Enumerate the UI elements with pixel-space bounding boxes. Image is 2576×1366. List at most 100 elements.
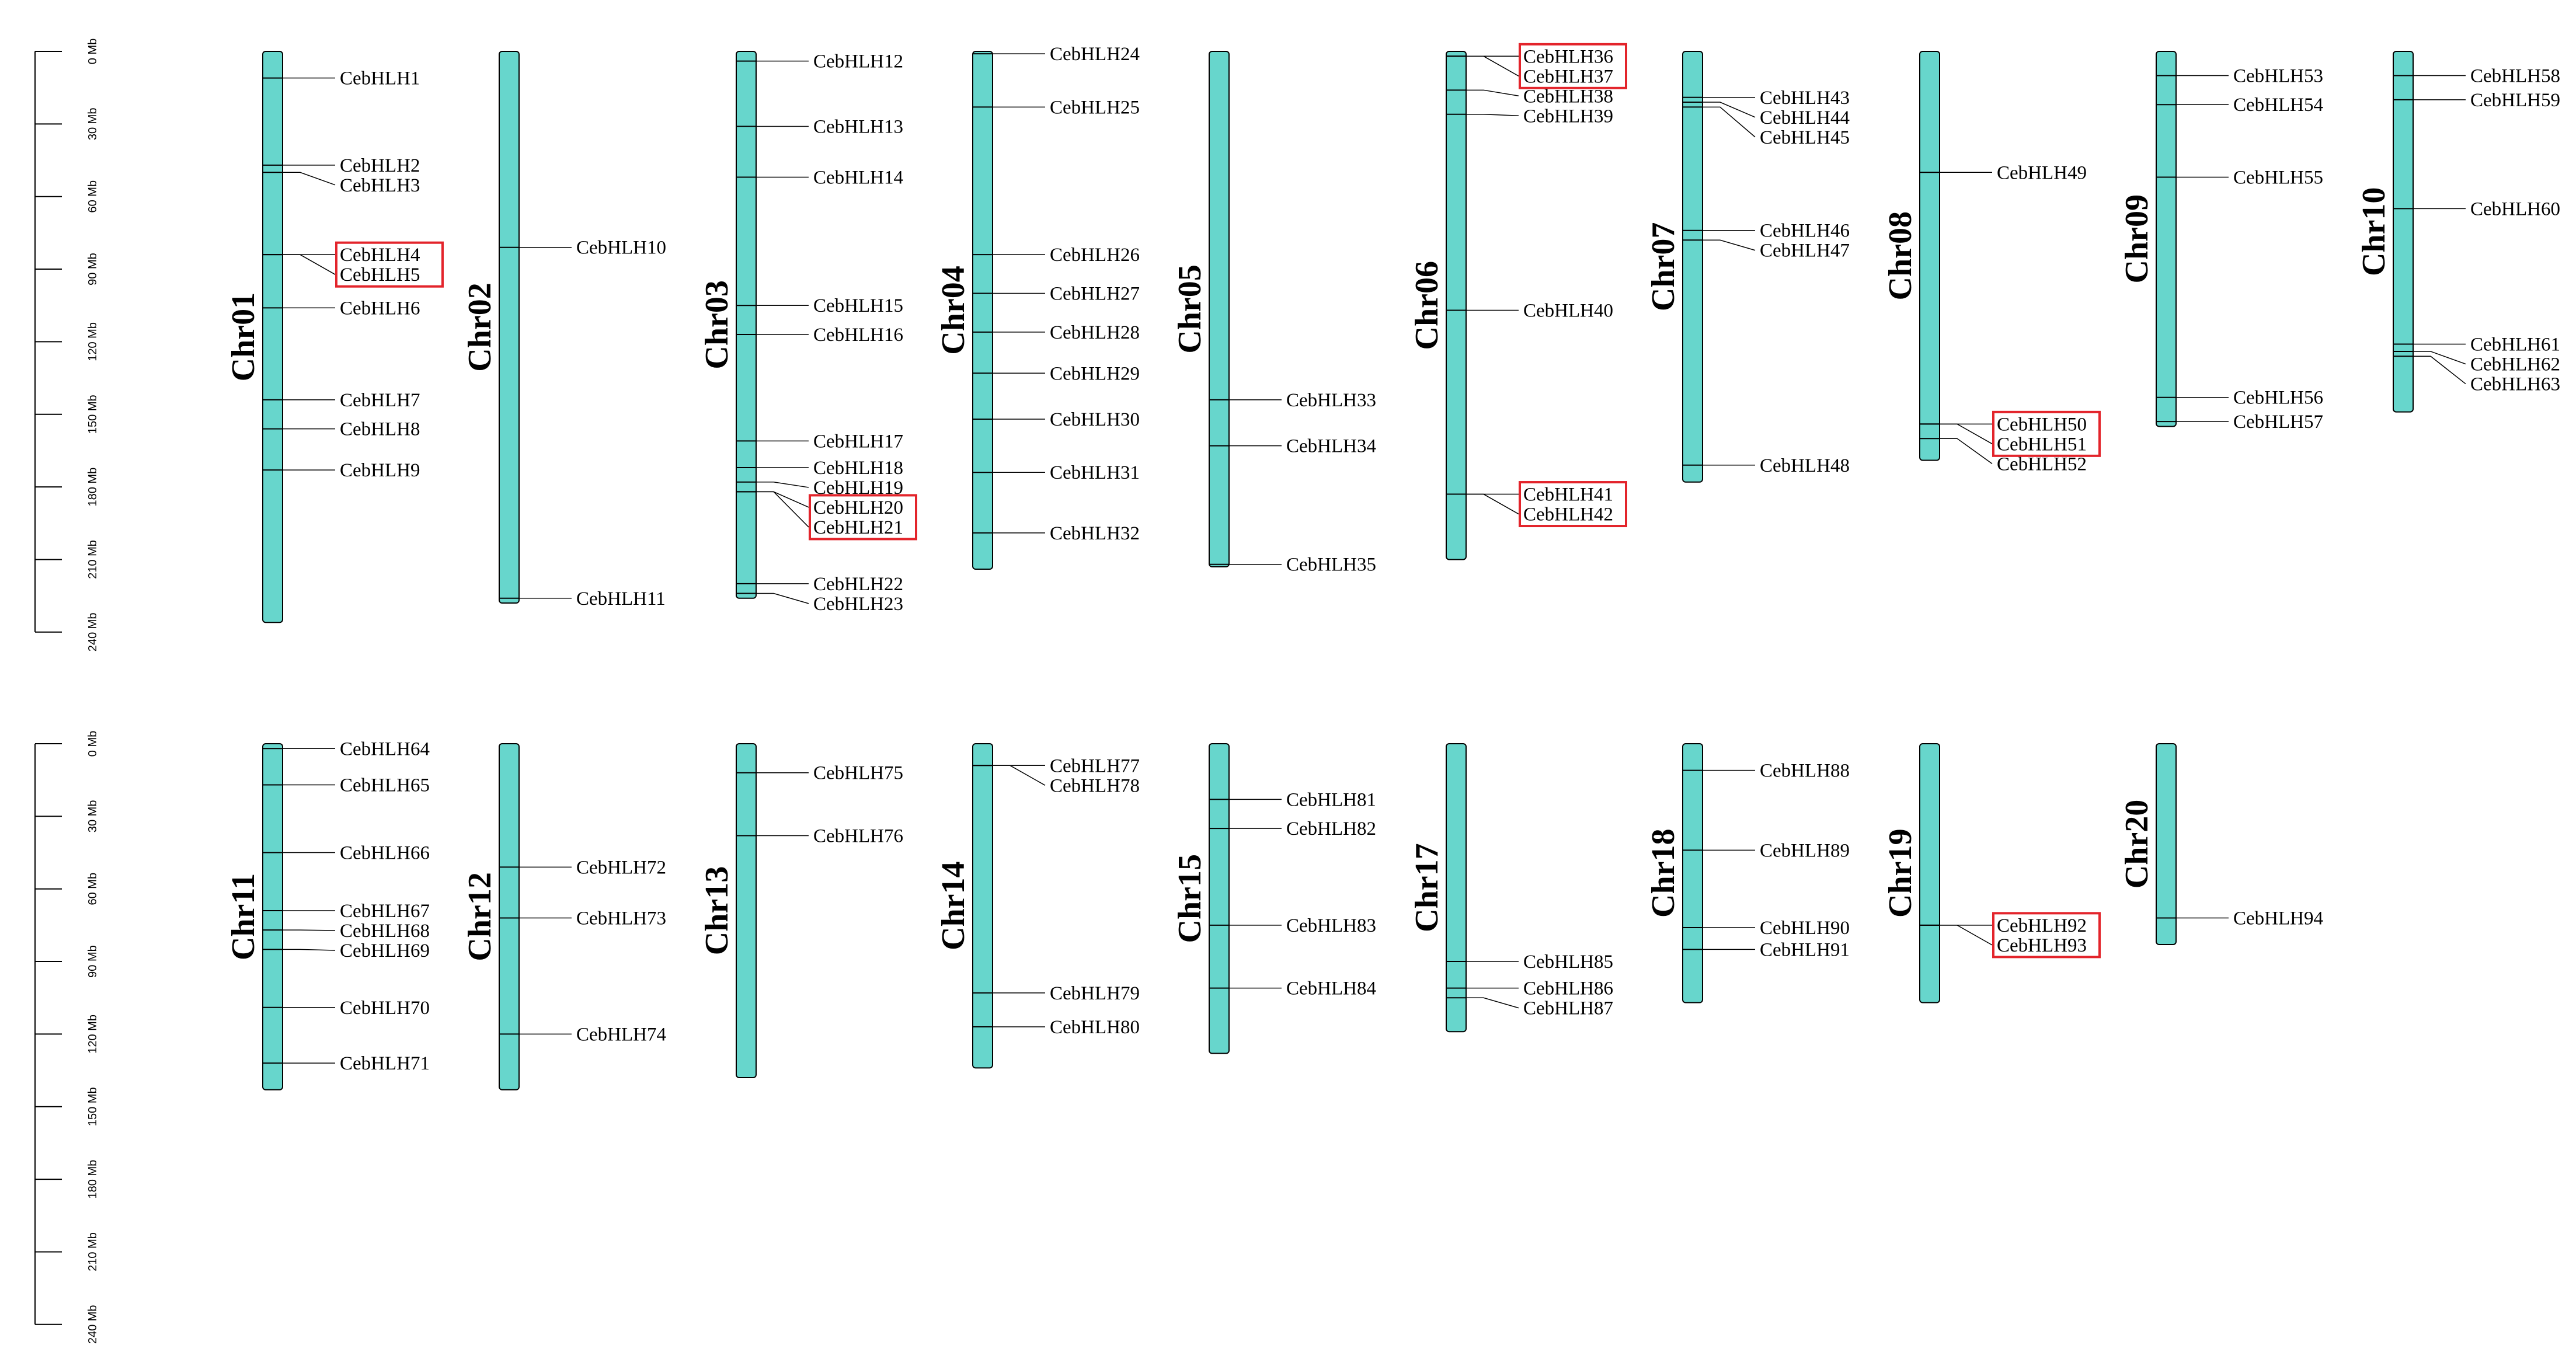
chromosome-label: Chr15 bbox=[1172, 854, 1208, 943]
scale-tick-label: 30 Mb bbox=[86, 108, 99, 141]
gene-label-cebhlh84: CebHLH84 bbox=[1286, 978, 1376, 999]
chromosome-label: Chr01 bbox=[225, 292, 262, 381]
gene-label-cebhlh62: CebHLH62 bbox=[2470, 354, 2560, 375]
highlight-box bbox=[1992, 410, 2101, 457]
chromosome-bar bbox=[736, 743, 757, 1079]
gene-label-cebhlh80: CebHLH80 bbox=[1050, 1017, 1140, 1038]
chromosome-bar bbox=[1682, 51, 1703, 483]
gene-label-cebhlh59: CebHLH59 bbox=[2470, 90, 2560, 111]
gene-label-cebhlh65: CebHLH65 bbox=[340, 775, 430, 796]
gene-label-cebhlh1: CebHLH1 bbox=[340, 68, 420, 89]
gene-label-cebhlh5: CebHLH5 bbox=[340, 264, 420, 285]
gene-label-cebhlh86: CebHLH86 bbox=[1523, 978, 1613, 999]
gene-label-cebhlh57: CebHLH57 bbox=[2233, 412, 2323, 433]
scale-tick-label: 90 Mb bbox=[86, 253, 99, 285]
gene-label-cebhlh74: CebHLH74 bbox=[576, 1024, 666, 1045]
scale-tick-label: 0 Mb bbox=[86, 39, 99, 64]
scale-tick-label: 180 Mb bbox=[86, 468, 99, 507]
gene-label-cebhlh88: CebHLH88 bbox=[1760, 761, 1850, 782]
gene-label-cebhlh17: CebHLH17 bbox=[813, 431, 903, 452]
scale-tick-label: 210 Mb bbox=[86, 1232, 99, 1271]
gene-leader-line bbox=[2413, 351, 2466, 365]
gene-label-cebhlh81: CebHLH81 bbox=[1286, 789, 1376, 810]
gene-label-cebhlh12: CebHLH12 bbox=[813, 51, 903, 72]
scale-tick-label: 240 Mb bbox=[86, 612, 99, 651]
gene-label-cebhlh25: CebHLH25 bbox=[1050, 97, 1140, 118]
gene-label-cebhlh21: CebHLH21 bbox=[813, 517, 903, 538]
gene-label-cebhlh52: CebHLH52 bbox=[1997, 454, 2087, 475]
gene-label-cebhlh44: CebHLH44 bbox=[1760, 107, 1850, 128]
gene-label-cebhlh63: CebHLH63 bbox=[2470, 374, 2560, 395]
chromosome-label: Chr10 bbox=[2356, 187, 2392, 276]
chromosome-bar bbox=[262, 743, 283, 1090]
gene-label-cebhlh72: CebHLH72 bbox=[576, 857, 666, 878]
chromosome-label: Chr20 bbox=[2119, 800, 2155, 888]
gene-label-cebhlh42: CebHLH42 bbox=[1523, 504, 1613, 525]
gene-label-cebhlh61: CebHLH61 bbox=[2470, 334, 2560, 356]
gene-leader-line bbox=[1940, 423, 1993, 444]
gene-label-cebhlh13: CebHLH13 bbox=[813, 116, 903, 137]
scale-tick-label: 120 Mb bbox=[86, 1015, 99, 1054]
chromosome-label: Chr09 bbox=[2119, 194, 2155, 283]
gene-leader-line bbox=[1466, 493, 1519, 515]
gene-label-cebhlh87: CebHLH87 bbox=[1523, 998, 1613, 1019]
chromosome-label: Chr14 bbox=[935, 861, 972, 950]
chromosome-bar bbox=[1682, 743, 1703, 1003]
scale-tick-label: 180 Mb bbox=[86, 1160, 99, 1199]
gene-leader-line bbox=[1466, 114, 1519, 117]
gene-label-cebhlh66: CebHLH66 bbox=[340, 843, 430, 864]
gene-leader-line bbox=[283, 172, 336, 186]
chromosome-label: Chr19 bbox=[1882, 829, 1919, 918]
gene-label-cebhlh75: CebHLH75 bbox=[813, 763, 903, 784]
chromosome-label: Chr12 bbox=[462, 872, 498, 961]
gene-label-cebhlh4: CebHLH4 bbox=[340, 245, 420, 266]
highlight-box bbox=[1519, 481, 1627, 528]
scale-tick-label: 120 Mb bbox=[86, 322, 99, 361]
gene-label-cebhlh78: CebHLH78 bbox=[1050, 775, 1140, 796]
gene-label-cebhlh36: CebHLH36 bbox=[1523, 46, 1613, 67]
gene-leader-line bbox=[1466, 55, 1519, 76]
gene-label-cebhlh53: CebHLH53 bbox=[2233, 65, 2323, 86]
gene-label-cebhlh28: CebHLH28 bbox=[1050, 322, 1140, 343]
chromosome-chr07: Chr07CebHLH43CebHLH44CebHLH45CebHLH46Ceb… bbox=[1645, 51, 1850, 483]
gene-label-cebhlh24: CebHLH24 bbox=[1050, 44, 1140, 65]
gene-leader-line bbox=[993, 765, 1046, 786]
gene-label-cebhlh3: CebHLH3 bbox=[340, 175, 420, 196]
gene-label-cebhlh82: CebHLH82 bbox=[1286, 818, 1376, 839]
scale-tick-label: 60 Mb bbox=[86, 180, 99, 213]
gene-label-cebhlh43: CebHLH43 bbox=[1760, 88, 1850, 109]
chromosome-label: Chr11 bbox=[225, 873, 262, 960]
gene-leader-line bbox=[1940, 925, 1993, 946]
gene-label-cebhlh14: CebHLH14 bbox=[813, 168, 903, 189]
chromosome-bar bbox=[1919, 51, 1940, 461]
gene-leader-line bbox=[283, 949, 336, 951]
gene-label-cebhlh38: CebHLH38 bbox=[1523, 86, 1613, 107]
chromosome-label: Chr03 bbox=[699, 280, 735, 369]
highlight-box bbox=[1519, 43, 1627, 89]
gene-label-cebhlh9: CebHLH9 bbox=[340, 460, 420, 481]
gene-label-cebhlh54: CebHLH54 bbox=[2233, 95, 2323, 116]
gene-label-cebhlh49: CebHLH49 bbox=[1997, 162, 2087, 183]
chromosome-bar bbox=[1446, 743, 1467, 1033]
gene-label-cebhlh58: CebHLH58 bbox=[2470, 65, 2560, 86]
gene-label-cebhlh31: CebHLH31 bbox=[1050, 462, 1140, 483]
gene-label-cebhlh71: CebHLH71 bbox=[340, 1053, 430, 1074]
gene-label-cebhlh92: CebHLH92 bbox=[1997, 915, 2087, 936]
scale-tick-label: 150 Mb bbox=[86, 1087, 99, 1126]
gene-label-cebhlh90: CebHLH90 bbox=[1760, 918, 1850, 939]
gene-leader-line bbox=[1466, 997, 1519, 1009]
gene-label-cebhlh94: CebHLH94 bbox=[2233, 908, 2323, 929]
gene-label-cebhlh89: CebHLH89 bbox=[1760, 840, 1850, 861]
gene-label-cebhlh60: CebHLH60 bbox=[2470, 198, 2560, 219]
chromosome-chr04: Chr04CebHLH24CebHLH25CebHLH26CebHLH27Ceb… bbox=[935, 44, 1140, 570]
gene-label-cebhlh15: CebHLH15 bbox=[813, 295, 903, 316]
gene-label-cebhlh73: CebHLH73 bbox=[576, 908, 666, 929]
gene-label-cebhlh85: CebHLH85 bbox=[1523, 952, 1613, 973]
